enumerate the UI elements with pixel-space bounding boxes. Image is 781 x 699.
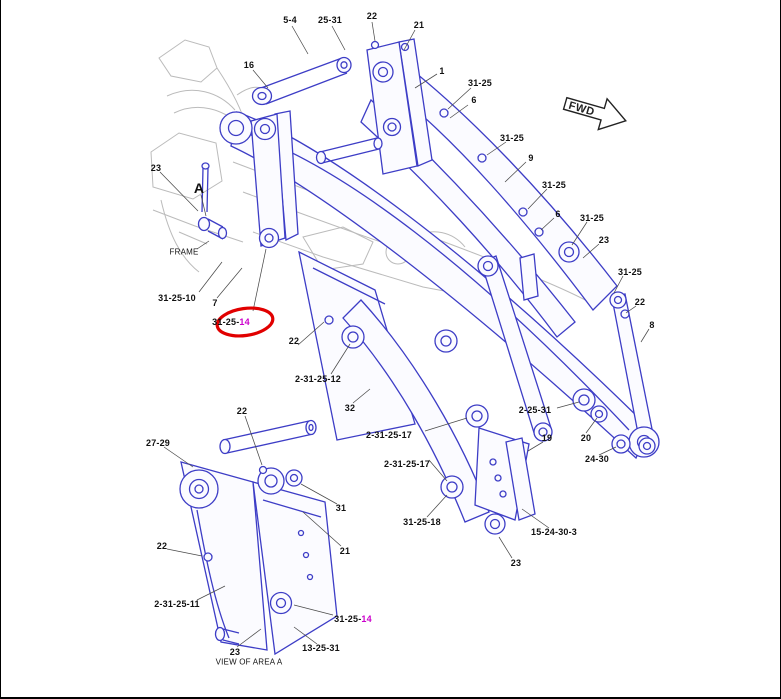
upper-right-arm <box>384 56 618 311</box>
small-bracket <box>519 253 539 301</box>
main-boom-arm <box>230 111 650 460</box>
link-7 <box>250 110 299 249</box>
linkage-art <box>197 38 660 535</box>
leader-lines <box>159 21 650 648</box>
bushing-bosses <box>341 241 656 535</box>
fwd-arrow-shape <box>562 96 627 131</box>
pin-mid <box>315 137 383 165</box>
pin-a <box>197 162 228 240</box>
plate-19-holes <box>489 458 507 498</box>
fwd-arrow: FWD <box>562 96 627 131</box>
link-15-24-30-3 <box>505 437 536 521</box>
center-lower-arm <box>342 299 490 523</box>
fwd-label: FWD <box>567 100 596 119</box>
highlight-ellipse <box>215 306 275 338</box>
pin-16 <box>251 56 352 106</box>
link-plate-1 <box>366 38 433 175</box>
